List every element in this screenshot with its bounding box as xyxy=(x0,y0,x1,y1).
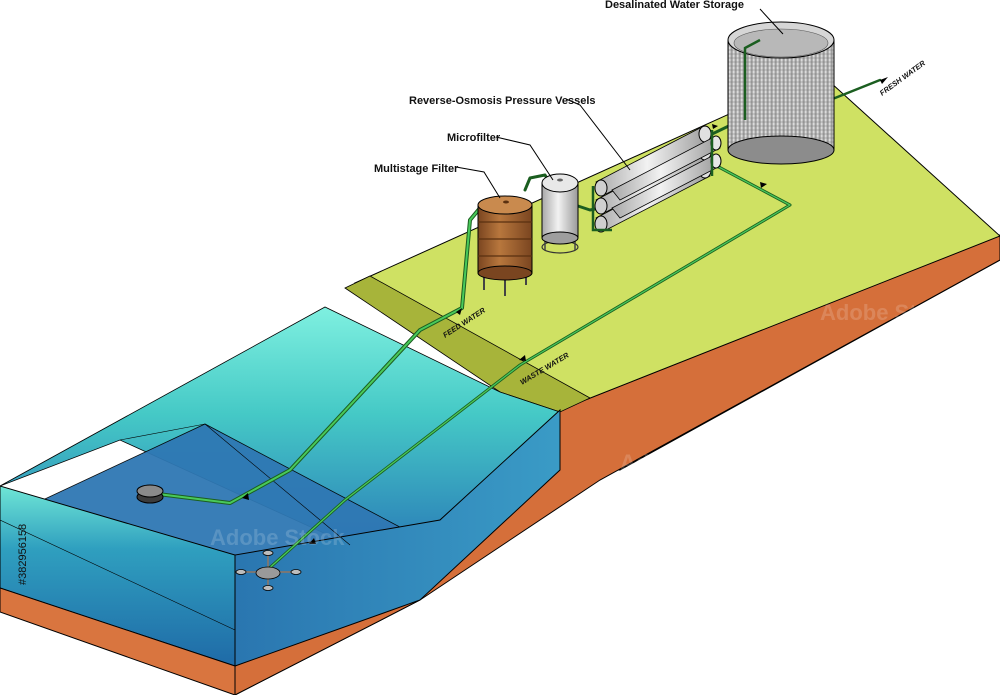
arrow-icon xyxy=(712,124,718,129)
flow-arrows xyxy=(242,77,888,544)
ro-vessel xyxy=(611,153,722,219)
arrow-icon xyxy=(519,355,526,361)
arrow-icon xyxy=(456,308,462,315)
intake-head xyxy=(136,484,164,504)
stock-id-text: #382956158 xyxy=(17,524,29,585)
arrow-icon xyxy=(309,538,316,544)
sea-grid-line xyxy=(204,423,351,546)
fresh-water-pipe xyxy=(828,78,882,102)
arrow-icon xyxy=(242,493,249,500)
watermark: Adobe Stock Adobe Stock Adobe Stock Adob… xyxy=(160,40,955,550)
label-ro-pressure-vessels: Reverse-Osmosis Pressure Vessels xyxy=(409,95,596,107)
microfilter xyxy=(541,173,579,254)
sea-grid-line xyxy=(0,519,236,631)
desalinated-water-storage-tank xyxy=(727,21,835,165)
watermark-text: Adobe Stock xyxy=(820,300,955,325)
label-microfilter: Microfilter xyxy=(447,132,501,144)
outfall-diffuser xyxy=(235,550,302,591)
watermark-text: Adobe Stock xyxy=(210,525,345,550)
ro-pressure-vessels xyxy=(591,125,722,233)
tank-inlet-pipe xyxy=(743,38,761,120)
watermark-text: Adobe Stock xyxy=(160,220,295,245)
label-fresh-water: FRESH WATER xyxy=(878,58,927,97)
sea xyxy=(0,306,561,695)
label-multistage-filter: Multistage Filter xyxy=(374,163,459,175)
arrow-icon xyxy=(760,182,767,188)
ro-vessel xyxy=(611,135,722,201)
callout-leaders xyxy=(455,8,784,199)
label-desalinated-water-storage: Desalinated Water Storage xyxy=(605,0,744,11)
feed-water-pipe-highlight xyxy=(149,207,481,504)
sea-grid-line xyxy=(119,423,206,441)
waste-water-pipe-highlight xyxy=(264,164,791,573)
multistage-filter xyxy=(477,195,533,296)
shore-strip xyxy=(344,275,591,413)
watermark-text: Adobe Stock xyxy=(500,40,635,65)
watermark-text: Adobe Stock xyxy=(620,450,755,475)
pipes xyxy=(148,50,882,574)
ro-manifold-pipe xyxy=(591,186,612,232)
sea-bottom-soil xyxy=(0,587,236,695)
arrow-icon xyxy=(880,77,888,84)
